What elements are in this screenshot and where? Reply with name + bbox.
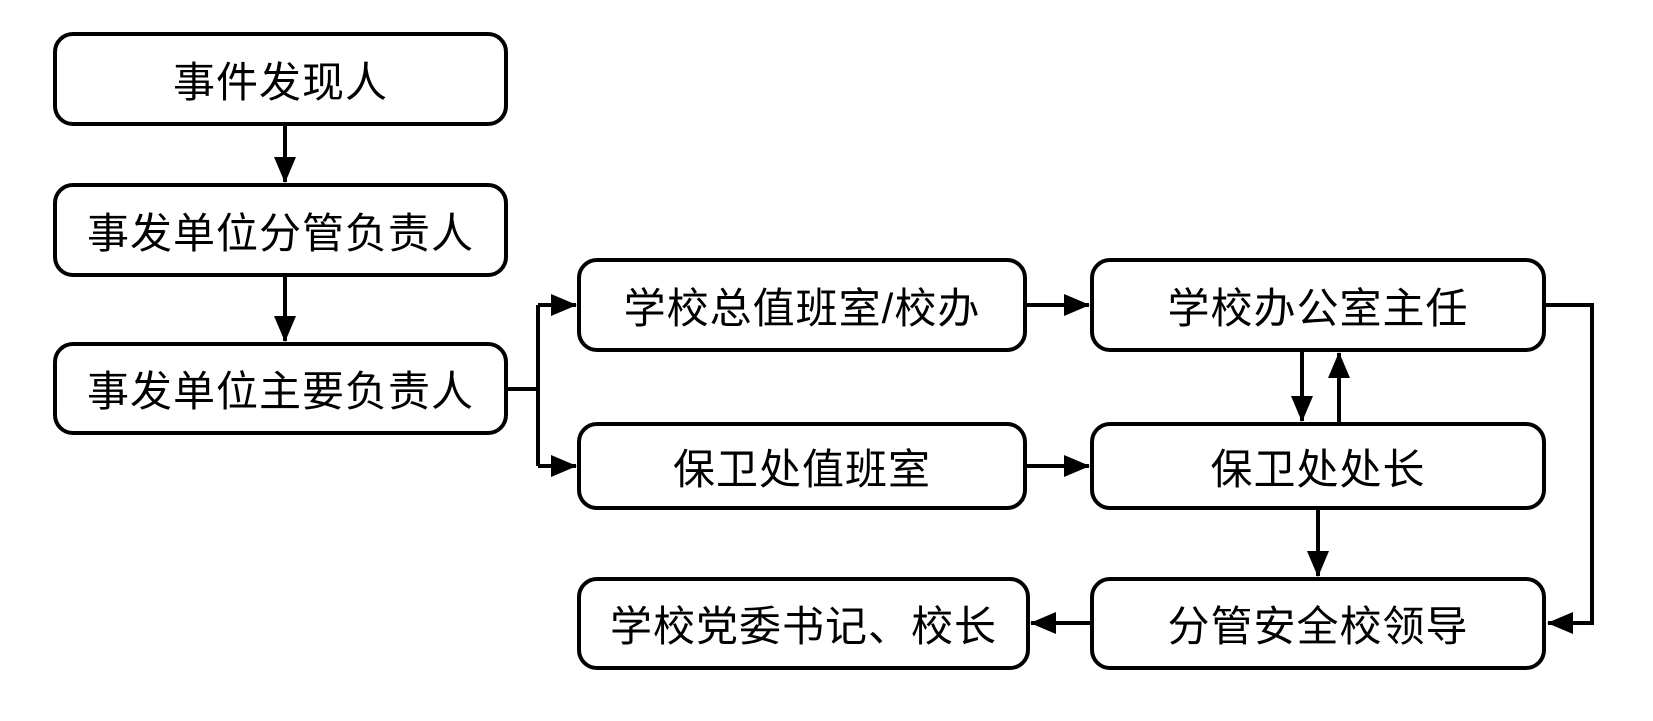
node-school-duty-office: 学校总值班室/校办	[577, 258, 1027, 352]
node-unit-deputy-head: 事发单位分管负责人	[53, 183, 508, 277]
node-party-secretary-president: 学校党委书记、校长	[577, 577, 1030, 670]
edge-director-to-safety-leader	[1546, 303, 1594, 634]
node-label: 分管安全校领导	[1167, 603, 1469, 650]
node-safety-school-leader: 分管安全校领导	[1090, 577, 1546, 670]
node-security-office-chief: 保卫处处长	[1090, 422, 1546, 510]
node-label: 保卫处值班室	[672, 445, 931, 493]
node-school-office-director: 学校办公室主任	[1090, 258, 1546, 352]
node-label: 事发单位主要负责人	[86, 368, 474, 415]
node-label: 事发单位分管负责人	[86, 209, 474, 257]
node-label: 学校总值班室/校办	[623, 284, 981, 332]
node-unit-main-head: 事发单位主要负责人	[53, 342, 508, 435]
node-label: 学校党委书记、校长	[609, 603, 997, 650]
node-incident-discoverer: 事件发现人	[53, 32, 508, 126]
node-security-duty-room: 保卫处值班室	[577, 422, 1027, 510]
node-label: 事件发现人	[172, 58, 388, 106]
node-label: 保卫处处长	[1210, 445, 1426, 493]
node-label: 学校办公室主任	[1167, 284, 1469, 332]
